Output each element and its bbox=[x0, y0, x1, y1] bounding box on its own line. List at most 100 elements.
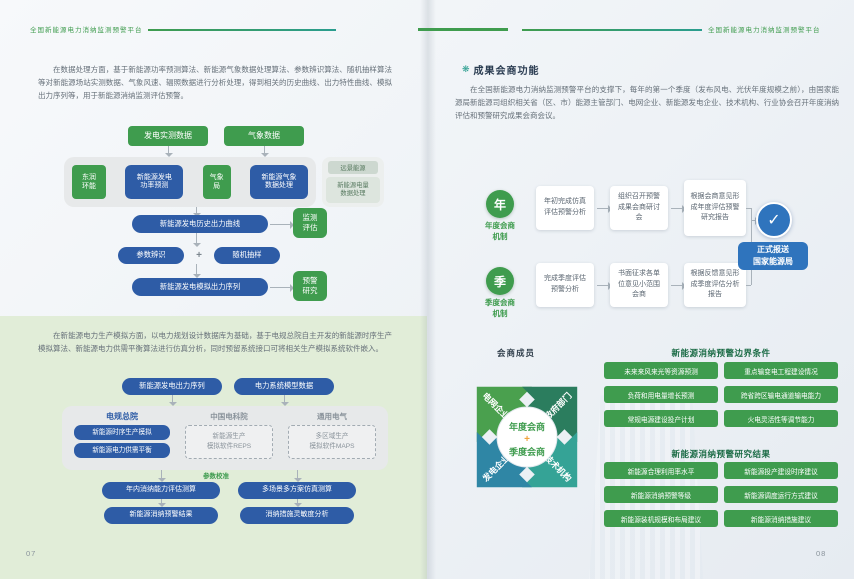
tool-column-cpecc: 电规总院 新能源时序生产模拟 新能源电力供需平衡 bbox=[74, 411, 170, 465]
source-box-weather-data: 气象数据 bbox=[224, 126, 304, 146]
flow-arrow bbox=[597, 205, 612, 213]
tool-box-timeseries-sim: 新能源时序生产模拟 bbox=[74, 425, 170, 440]
results-list-title: 新能源消纳预警研究结果 bbox=[671, 449, 771, 459]
pinwheel-center-circle bbox=[496, 406, 558, 468]
tool-column-title: 电规总院 bbox=[106, 412, 138, 421]
quarterly-mechanism-label: 季度会商 机制 bbox=[485, 298, 515, 318]
tool-box-supply-demand: 新能源电力供需平衡 bbox=[74, 443, 170, 458]
left-intro-paragraph: 在数据处理方面，基于新能源功率预测算法、新能源气象数据处理算法、参数辨识算法、随… bbox=[38, 65, 392, 100]
tool-column-title: 中国电科院 bbox=[210, 412, 248, 421]
flow-arrow bbox=[165, 146, 173, 157]
quarterly-step-3: 根据反馈意见形成季度评估分析报告 bbox=[684, 263, 746, 307]
annual-step-1: 年初完成仿真评估预警分析 bbox=[536, 186, 594, 230]
simulation-tools-panel: 电规总院 新能源时序生产模拟 新能源电力供需平衡 中国电科院 新能源生产 模拟软… bbox=[62, 406, 388, 470]
result-item: 新能源装机规模和布局建议 bbox=[604, 510, 718, 527]
boundary-item: 重点输变电工程建设情况 bbox=[724, 362, 838, 379]
sim-input-sequence-box: 新能源发电出力序列 bbox=[122, 378, 222, 395]
plus-separator: + bbox=[196, 250, 202, 261]
processing-panel-secondary: 远景能源 新能源电量 数据处理 bbox=[322, 157, 384, 207]
flow-arrow bbox=[158, 470, 166, 482]
processing-panel: 东润 环能 新能源发电 功率预测 气象 局 新能源气象 数据处理 bbox=[64, 157, 316, 207]
quarterly-step-1: 完成季度评估预警分析 bbox=[536, 263, 594, 307]
boundary-item: 跨省跨区输电通道输电能力 bbox=[724, 386, 838, 403]
proc-box-weather-processing: 新能源气象 数据处理 bbox=[249, 165, 308, 199]
warning-result-box: 新能源消纳预警结果 bbox=[104, 507, 218, 524]
boundary-list-title: 新能源消纳预警边界条件 bbox=[671, 348, 771, 358]
sensitivity-analysis-box: 消纳措施灵敏度分析 bbox=[240, 507, 354, 524]
flow-arrow bbox=[281, 395, 289, 406]
flow-arrow bbox=[193, 264, 201, 278]
members-title: 会商成员 bbox=[497, 348, 536, 358]
flow-arrow bbox=[193, 233, 201, 247]
sim-output-box: 新能源发电模拟出力序列 bbox=[132, 278, 268, 296]
tool-column-title: 通用电气 bbox=[317, 412, 347, 421]
section-title: 成果会商功能 bbox=[473, 66, 540, 77]
page-seam bbox=[420, 0, 436, 579]
quarterly-badge: 季 bbox=[486, 267, 514, 295]
tool-box-maps: 多区域生产 模拟软件MAPS bbox=[288, 425, 376, 459]
section-marker-icon: ❋ bbox=[462, 64, 470, 74]
flow-arrow bbox=[261, 146, 269, 157]
flow-arrow bbox=[671, 282, 686, 290]
right-intro-paragraph: 在全国新能源电力消纳监测预警平台的支撑下，每年的第一个季度（发布风电、光伏年度规… bbox=[455, 85, 839, 120]
flow-arrow bbox=[671, 205, 686, 213]
vendor-tag-envision: 远景能源 bbox=[328, 161, 378, 174]
report-check-icon: ✓ bbox=[756, 202, 792, 238]
warning-research-box: 预警 研究 bbox=[293, 271, 327, 301]
members-pinwheel: 电网企业 政府部门 发电企业 技术机构 年度会商 + 季度会商 bbox=[476, 386, 578, 488]
annual-step-3: 根据会商意见形成年度评估预警研究报告 bbox=[684, 180, 746, 236]
result-item: 新能源调度运行方式建议 bbox=[724, 486, 838, 503]
scenario-simulation-box: 多场景多方案仿真测算 bbox=[238, 482, 356, 499]
boundary-item: 常规电源建设投产计划 bbox=[604, 410, 718, 427]
flow-arrow bbox=[294, 470, 302, 482]
header-rule-left bbox=[148, 29, 336, 31]
boundary-item: 火电灵活性等调节能力 bbox=[724, 410, 838, 427]
annual-badge: 年 bbox=[486, 190, 514, 218]
boundary-item: 未来来风来光等资源预测 bbox=[604, 362, 718, 379]
vendor-tag-dongrun: 东润 环能 bbox=[72, 165, 106, 199]
annual-assessment-box: 年内消纳能力评估测算 bbox=[102, 482, 220, 499]
vendor-tag-weather-bureau: 气象 局 bbox=[202, 165, 231, 199]
calibration-label: 参数校准 bbox=[203, 473, 229, 480]
flow-arrow bbox=[169, 395, 177, 406]
result-item: 新能源投产建设时序建议 bbox=[724, 462, 838, 479]
result-item: 新能源消纳预警等级 bbox=[604, 486, 718, 503]
param-identify-box: 参数辨识 bbox=[118, 247, 184, 264]
connector-line bbox=[746, 208, 751, 209]
flow-arrow bbox=[193, 207, 201, 217]
pinwheel-center-plus: + bbox=[524, 434, 530, 445]
header-rule-right bbox=[522, 29, 702, 31]
official-report-box: 正式报送 国家能源局 bbox=[738, 242, 808, 270]
random-sampling-box: 随机抽样 bbox=[214, 247, 280, 264]
history-curve-box: 新能源发电历史出力曲线 bbox=[132, 215, 268, 233]
flow-arrow bbox=[270, 221, 294, 229]
header-title-right: 全国新能源电力消纳监测预警平台 bbox=[708, 27, 821, 34]
page-number-right: 08 bbox=[816, 549, 827, 558]
simulation-intro-paragraph: 在新能源电力生产模拟方面，以电力规划设计数据库为基础，基于电规总院自主开发的新能… bbox=[38, 331, 392, 353]
flow-arrow bbox=[294, 499, 302, 507]
proc-box-power-forecast: 新能源发电 功率预测 bbox=[125, 165, 184, 199]
tool-column-cepri: 中国电科院 新能源生产 模拟软件REPS bbox=[185, 411, 273, 465]
page-number-left: 07 bbox=[26, 549, 37, 558]
result-item: 新能源合理利用率水平 bbox=[604, 462, 718, 479]
source-box-measured-data: 发电实测数据 bbox=[128, 126, 208, 146]
boundary-item: 负荷和用电量增长预测 bbox=[604, 386, 718, 403]
tool-column-ge: 通用电气 多区域生产 模拟软件MAPS bbox=[288, 411, 376, 465]
header-title-left: 全国新能源电力消纳监测预警平台 bbox=[30, 27, 143, 34]
annual-mechanism-label: 年度会商 机制 bbox=[485, 221, 515, 241]
quarterly-step-2: 书面征求各单位意见小范围会商 bbox=[610, 263, 668, 307]
flow-arrow bbox=[158, 499, 166, 507]
flow-arrow bbox=[270, 284, 294, 292]
proc-box-energy-data: 新能源电量 数据处理 bbox=[326, 177, 380, 203]
pinwheel-center-bottom: 季度会商 bbox=[508, 446, 545, 457]
section-header: ❋ 成果会商功能 bbox=[462, 62, 540, 77]
pinwheel-center-top: 年度会商 bbox=[509, 421, 545, 432]
monitor-assess-box: 监测 评估 bbox=[293, 208, 327, 238]
result-item: 新能源消纳措施建议 bbox=[724, 510, 838, 527]
annual-step-2: 组织召开预警成果会商研讨会 bbox=[610, 186, 668, 230]
tool-box-reps: 新能源生产 模拟软件REPS bbox=[185, 425, 273, 459]
sim-input-model-box: 电力系统模型数据 bbox=[234, 378, 334, 395]
connector-line bbox=[746, 285, 751, 286]
header-rule-center bbox=[418, 28, 508, 31]
